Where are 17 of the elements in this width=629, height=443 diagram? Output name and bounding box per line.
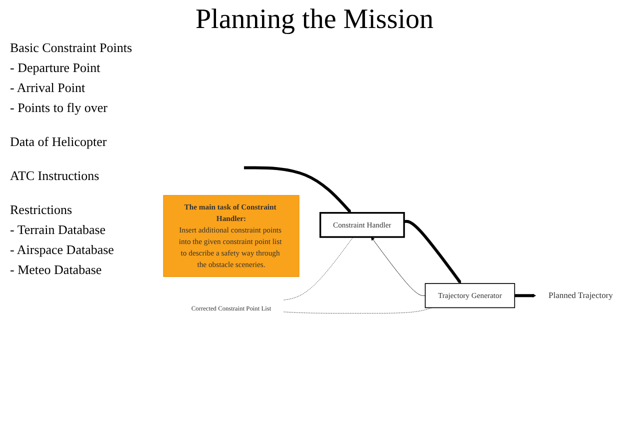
note-text: - Points to fly over (10, 99, 108, 117)
diagram-title: Planning the Mission (194, 4, 434, 36)
connector (284, 236, 354, 300)
note-text: - Airspace Database (10, 241, 115, 259)
connector (284, 307, 432, 314)
note-text: - Terrain Database (10, 221, 107, 239)
note-text: - Arrival Point (10, 79, 86, 97)
note-text: Basic Constraint Points (10, 39, 134, 57)
note-text: - Departure Point (10, 59, 102, 77)
note-text: ATC Instructions (10, 167, 100, 185)
arrow (244, 166, 352, 213)
note-text: - Meteo Database (10, 261, 103, 279)
arrow (514, 293, 536, 298)
note-text: Data of Helicopter (10, 133, 108, 151)
note-text: Restrictions (10, 201, 74, 219)
node-text: Planned Trajectory (548, 290, 613, 300)
arrow (404, 220, 462, 284)
